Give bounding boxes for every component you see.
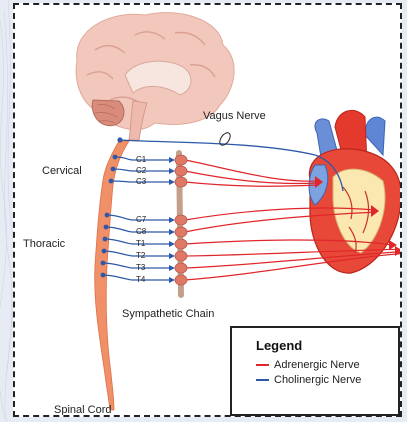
spinal-node-t1 — [103, 237, 108, 242]
ganglion-c8 — [175, 227, 187, 237]
adrenergic-swatch — [256, 364, 269, 366]
cervical-label: Cervical — [42, 165, 82, 177]
ganglion-t4 — [175, 275, 187, 285]
segment-label-c1: C1 — [136, 155, 146, 165]
cholinergic-swatch — [256, 379, 269, 381]
postganglionic-fiber-c2 — [185, 171, 319, 184]
legend-item-adrenergic: Adrenergic Nerve — [256, 359, 398, 371]
segment-label-c3: C3 — [136, 177, 146, 187]
segment-label-t2: T2 — [136, 251, 145, 261]
segment-label-c2: C2 — [136, 166, 146, 176]
legend-title: Legend — [256, 338, 398, 353]
spinal-node-c8 — [104, 225, 109, 230]
spinal-node-t4 — [101, 273, 106, 278]
postganglionic-fiber-c1 — [185, 160, 319, 181]
vagus-nerve-origin — [117, 137, 122, 142]
spinal-cord-label: Spinal Cord — [54, 404, 111, 416]
ganglion-c1 — [175, 155, 187, 165]
fiber-arrow-c3 — [169, 179, 175, 185]
fiber-arrow-t1 — [169, 241, 175, 247]
spinal-node-c1 — [113, 155, 118, 160]
legend-box: Legend Adrenergic Nerve Cholinergic Nerv… — [230, 326, 400, 416]
ganglion-t1 — [175, 239, 187, 249]
fiber-arrow-c8 — [169, 229, 175, 235]
ganglion-t3 — [175, 263, 187, 273]
segment-label-t4: T4 — [136, 275, 145, 285]
legend-item-cholinergic: Cholinergic Nerve — [256, 374, 398, 386]
fiber-arrow-c1 — [169, 157, 175, 163]
segment-label-c7: C7 — [136, 215, 146, 225]
vagus-nerve-label: Vagus Nerve — [203, 110, 266, 122]
legend-label-adrenergic: Adrenergic Nerve — [274, 359, 360, 371]
spinal-node-c3 — [109, 179, 114, 184]
fiber-arrow-c2 — [169, 168, 175, 174]
spinal-node-c2 — [111, 167, 116, 172]
ganglion-c3 — [175, 177, 187, 187]
sympathetic-chain-label: Sympathetic Chain — [122, 308, 214, 320]
fiber-arrow-c7 — [169, 217, 175, 223]
fiber-arrow-t3 — [169, 265, 175, 271]
spinal-node-t3 — [101, 261, 106, 266]
ganglion-c7 — [175, 215, 187, 225]
ganglion-c2 — [175, 166, 187, 176]
spinal-node-t2 — [102, 249, 107, 254]
postganglionic-fiber-c3 — [185, 182, 319, 186]
legend-label-cholinergic: Cholinergic Nerve — [274, 374, 361, 386]
thoracic-label: Thoracic — [23, 238, 65, 250]
ganglia-group — [175, 155, 187, 285]
segment-label-t1: T1 — [136, 239, 145, 249]
segment-label-c8: C8 — [136, 227, 146, 237]
spinal-node-c7 — [105, 213, 110, 218]
fiber-arrow-t4 — [169, 277, 175, 283]
fiber-arrow-t2 — [169, 253, 175, 259]
ganglion-t2 — [175, 251, 187, 261]
segment-label-t3: T3 — [136, 263, 145, 273]
heart-illustration — [309, 110, 401, 273]
